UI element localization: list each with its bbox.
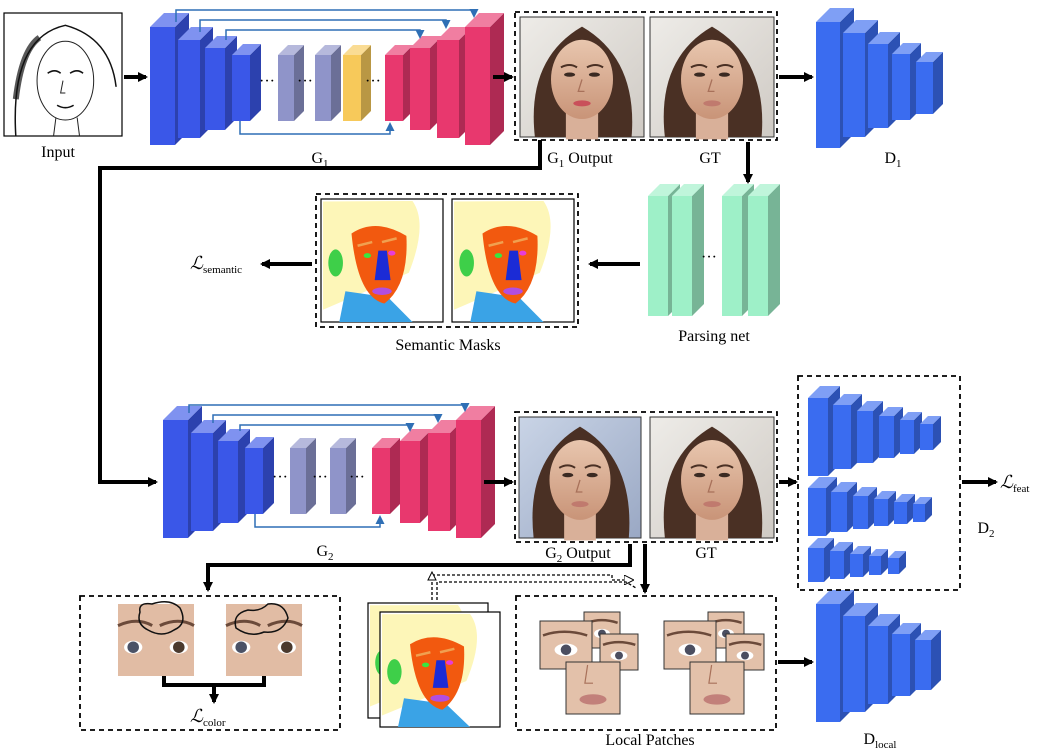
g2-skip-3 bbox=[239, 423, 415, 432]
arrow-g2-output-to-color bbox=[203, 544, 632, 592]
g2-output-label: G2 Output bbox=[545, 545, 611, 565]
dashed-mask-to-patches-2 bbox=[436, 581, 637, 600]
d2-label: D2 bbox=[977, 520, 994, 540]
g1-output-label: G1 Output bbox=[547, 150, 613, 170]
g2-encoder-layer-4 bbox=[245, 437, 274, 514]
d2-box bbox=[797, 375, 961, 591]
g1-output-gt-box bbox=[514, 11, 778, 141]
eye-region-gt-image bbox=[225, 604, 303, 676]
gt-top-label: GT bbox=[699, 150, 721, 167]
parsing-layer-4 bbox=[748, 184, 780, 316]
d2-scale3-layer-3 bbox=[850, 546, 871, 577]
g1-skip-3 bbox=[225, 29, 425, 40]
g2-skip-2 bbox=[212, 414, 443, 423]
semantic-masks-label: Semantic Masks bbox=[395, 337, 500, 354]
local-patches-box bbox=[515, 595, 777, 731]
g2-ellipsis-1: ··· bbox=[272, 469, 288, 486]
loss-feat-label: ℒfeat bbox=[1000, 472, 1029, 495]
patch-set1-eye-left bbox=[539, 620, 593, 670]
parsing-ellipsis: ··· bbox=[701, 249, 717, 266]
d2-scale3-layer-5 bbox=[888, 551, 906, 574]
g1-ellipsis-2: ··· bbox=[297, 73, 313, 90]
d2-scale2-layer-3 bbox=[853, 487, 877, 529]
gt-top-face-image bbox=[649, 16, 775, 140]
d2-scale1-layer-4 bbox=[879, 407, 903, 458]
patch-set2-eye-left bbox=[663, 620, 717, 670]
g2-output-face-image bbox=[518, 416, 642, 541]
input-label: Input bbox=[41, 144, 75, 161]
d1-label: D1 bbox=[884, 150, 901, 170]
g2-skip-bottom bbox=[254, 514, 385, 528]
g1-ellipsis-3: ··· bbox=[365, 73, 381, 90]
eye-region-g2-output-image bbox=[117, 604, 195, 676]
g2-ellipsis-2: ··· bbox=[312, 469, 328, 486]
d2-scale3-layer-1 bbox=[808, 538, 834, 582]
g1-bottleneck-block-1 bbox=[278, 45, 304, 121]
g1-label: G1 bbox=[311, 150, 328, 170]
g1-ellipsis-1: ··· bbox=[259, 73, 275, 90]
g1-bottleneck-block-2 bbox=[315, 45, 341, 121]
gt-bottom-label: GT bbox=[695, 545, 717, 562]
g1-bottleneck-block-3 bbox=[343, 45, 371, 121]
g2-label: G2 bbox=[316, 543, 333, 563]
d1-layer-5 bbox=[916, 52, 943, 114]
color-region-outline-2 bbox=[234, 603, 289, 635]
local-patches-label: Local Patches bbox=[605, 732, 694, 749]
g2-bottleneck-block-1 bbox=[290, 438, 316, 514]
g2-skip-1 bbox=[188, 403, 470, 413]
d2-scale3-layer-2 bbox=[830, 542, 853, 579]
gt-bottom-face-image bbox=[649, 416, 775, 541]
semantic-masks-box bbox=[315, 193, 579, 328]
patch-set2-mouth bbox=[689, 661, 745, 715]
parsing-net-label: Parsing net bbox=[678, 328, 750, 345]
d2-scale1-layer-6 bbox=[920, 416, 941, 450]
dashed-arrow-head bbox=[427, 570, 437, 581]
g2-output-gt-box bbox=[514, 411, 778, 543]
loss-semantic-label: ℒsemantic bbox=[190, 253, 242, 276]
semantic-mask-1-image bbox=[320, 198, 444, 323]
g1-skip-2 bbox=[199, 19, 451, 32]
color-region-outline-1 bbox=[138, 601, 184, 635]
d2-scale2-layer-4 bbox=[874, 491, 896, 526]
dlocal-layer-5 bbox=[915, 630, 941, 690]
semantic-mask-2-image bbox=[451, 198, 575, 323]
color-merge-connector bbox=[162, 676, 266, 687]
g2-decoder-layer-4 bbox=[456, 406, 495, 538]
color-loss-box bbox=[79, 595, 341, 731]
loss-color-label: ℒcolor bbox=[190, 706, 226, 729]
g1-output-face-image bbox=[519, 16, 645, 140]
stacked-mask-front-image bbox=[379, 611, 501, 728]
d2-scale2-layer-5 bbox=[894, 494, 915, 524]
parsing-layer-2 bbox=[672, 184, 704, 316]
g1-skip-1 bbox=[175, 9, 479, 22]
g1-decoder-layer-1 bbox=[385, 45, 413, 121]
d2-scale3-layer-4 bbox=[869, 549, 888, 575]
g2-decoder-layer-2 bbox=[400, 429, 432, 523]
g2-decoder-layer-1 bbox=[372, 438, 400, 514]
dlocal-label: Dlocal bbox=[864, 731, 897, 751]
dashed-mask-to-patches-1 bbox=[431, 574, 632, 600]
g1-encoder-layer-4 bbox=[232, 44, 261, 121]
d2-scale1-layer-5 bbox=[900, 412, 922, 454]
patch-set1-mouth bbox=[565, 661, 621, 715]
arrow-g1-output-to-g2 bbox=[98, 140, 542, 487]
d2-scale2-layer-6 bbox=[913, 497, 932, 522]
g2-bottleneck-block-2 bbox=[330, 438, 356, 514]
input-sketch-image bbox=[3, 12, 123, 137]
g1-skip-bottom bbox=[239, 121, 395, 135]
g2-ellipsis-3: ··· bbox=[349, 469, 365, 486]
